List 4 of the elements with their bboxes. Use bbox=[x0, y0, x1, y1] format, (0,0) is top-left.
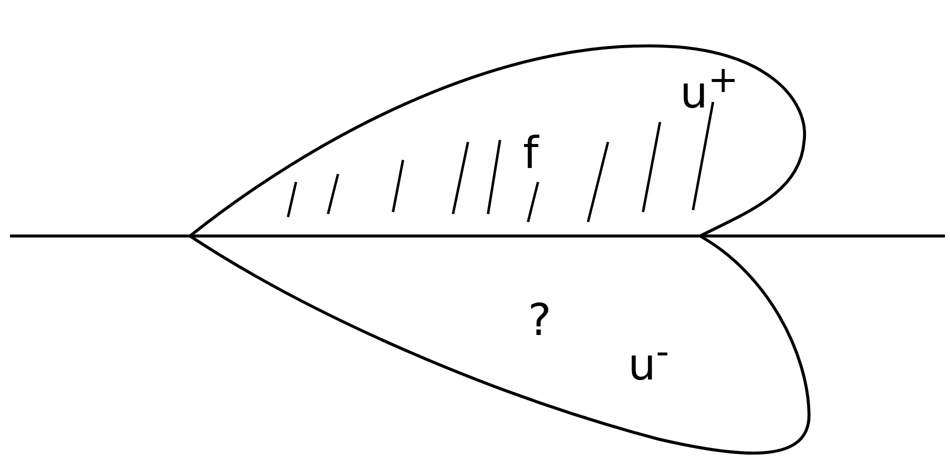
function-symbol: f bbox=[523, 132, 538, 176]
question-mark: ? bbox=[528, 299, 552, 343]
variable-label: u$^{+}$ bbox=[680, 62, 739, 116]
variable-label: u$^{-}$ bbox=[628, 334, 670, 388]
